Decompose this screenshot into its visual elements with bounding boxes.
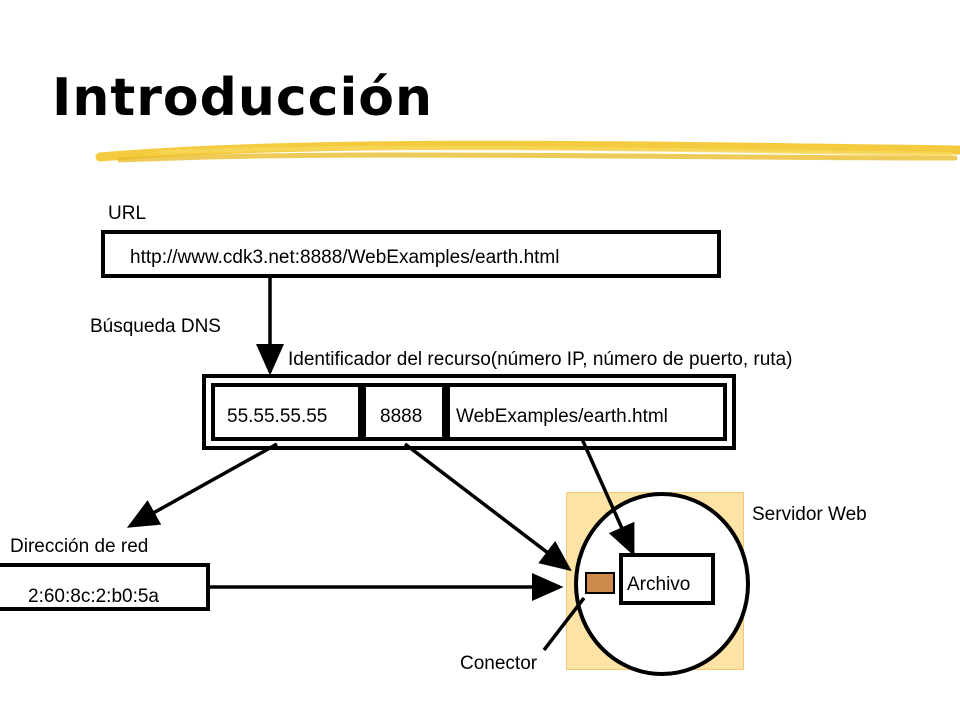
- port-number: 8888: [380, 406, 423, 427]
- network-address-box: 2:60:8c:2:b0:5a: [0, 563, 210, 611]
- network-address-label: Dirección de red: [10, 536, 149, 557]
- connector-pointer-line: [542, 596, 586, 652]
- page-title: Introducción: [52, 68, 434, 128]
- port-to-connector-arrow: [403, 442, 572, 572]
- connector-square: [585, 572, 615, 594]
- port-box: 8888: [362, 383, 446, 441]
- file-label: Archivo: [627, 574, 691, 595]
- url-box: http://www.cdk3.net:8888/WebExamples/ear…: [101, 230, 721, 278]
- ip-address: 55.55.55.55: [227, 406, 328, 427]
- resource-identifier-label: Identificador del recurso(número IP, núm…: [288, 349, 793, 370]
- dns-lookup-label: Búsqueda DNS: [90, 316, 221, 337]
- resource-path: WebExamples/earth.html: [456, 406, 668, 427]
- path-to-file-arrow: [580, 438, 635, 557]
- ip-address-box: 55.55.55.55: [211, 383, 362, 441]
- ip-to-network-arrow: [126, 442, 278, 528]
- path-box: WebExamples/earth.html: [446, 383, 727, 441]
- url-value: http://www.cdk3.net:8888/WebExamples/ear…: [130, 247, 560, 268]
- file-box: [619, 553, 715, 605]
- url-label: URL: [108, 203, 147, 224]
- connector-label: Conector: [460, 653, 538, 674]
- web-server-label: Servidor Web: [752, 504, 867, 525]
- network-address-value: 2:60:8c:2:b0:5a: [28, 586, 159, 607]
